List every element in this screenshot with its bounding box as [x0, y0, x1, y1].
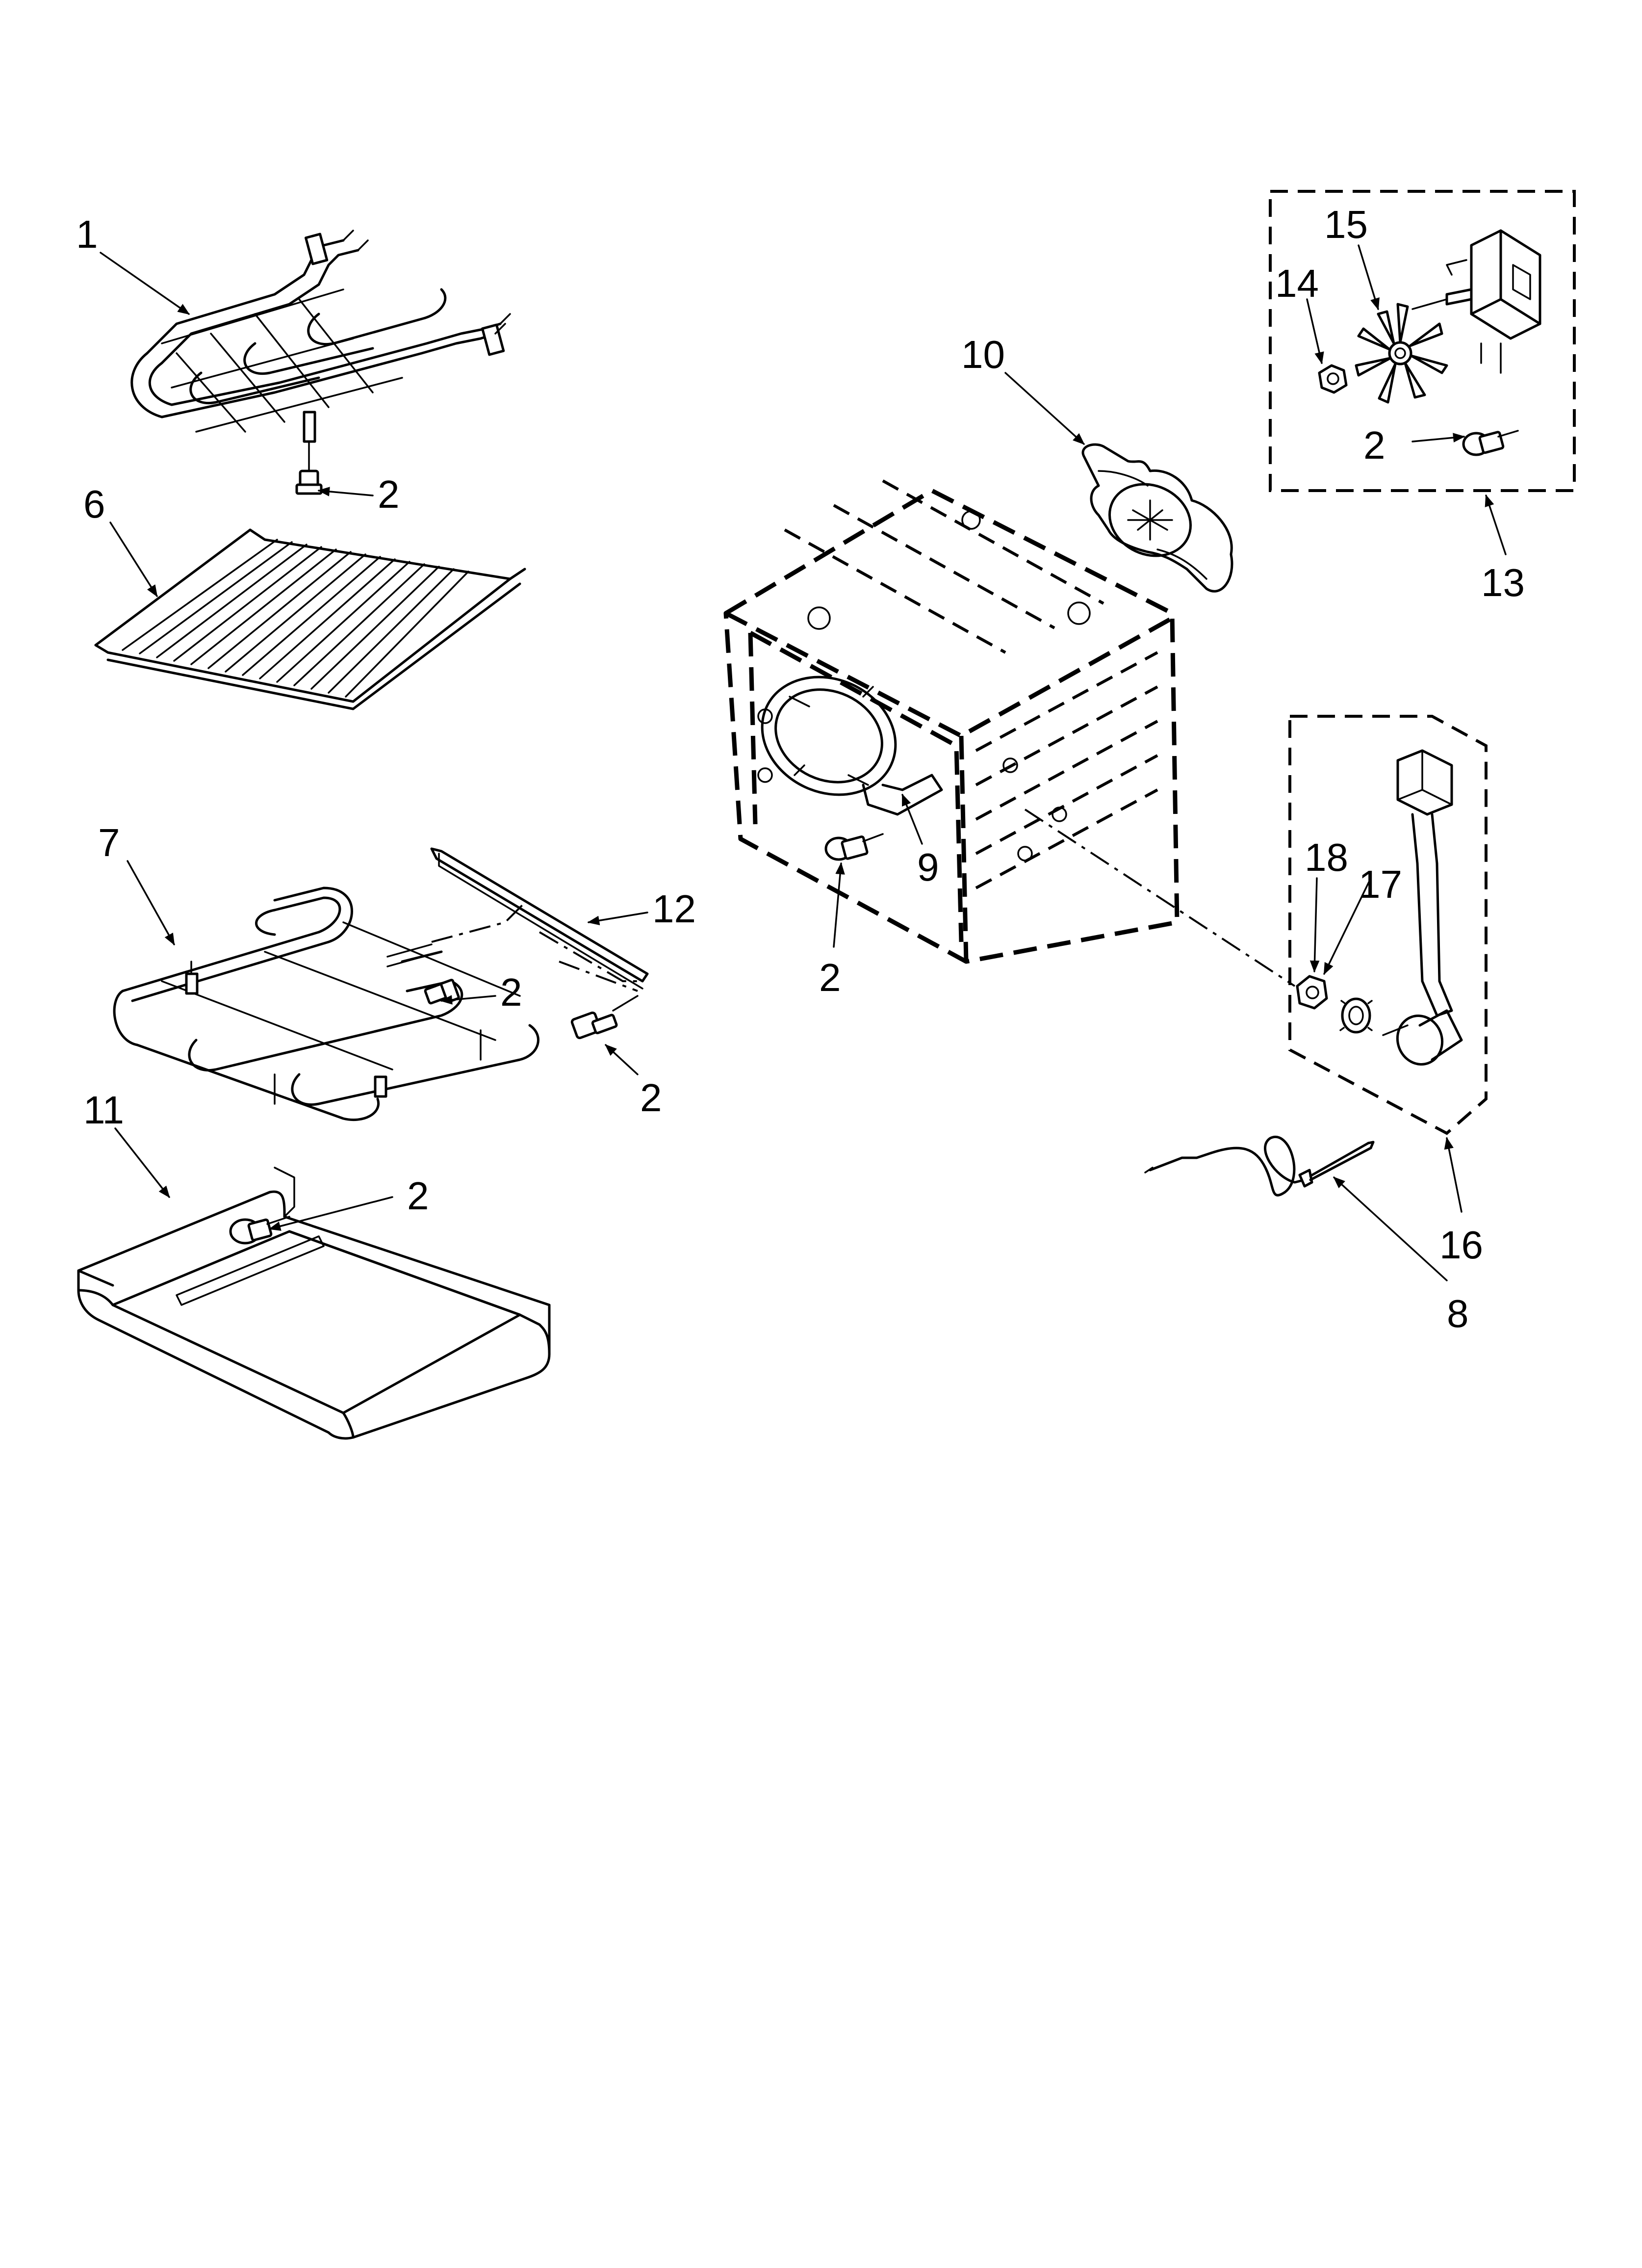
callout-8: 8	[1447, 1292, 1469, 1335]
callout-11: 11	[83, 1088, 124, 1132]
callout-18: 18	[1305, 835, 1348, 879]
callout-13: 13	[1481, 561, 1525, 604]
callout-6: 6	[83, 482, 105, 526]
callout-15: 15	[1324, 203, 1368, 246]
drip-tray-part	[77, 1167, 551, 1440]
callout-17: 17	[1359, 862, 1402, 906]
hex-nut-icon	[1296, 975, 1328, 1010]
callout-2: 2	[500, 970, 522, 1014]
oven-rack-part	[94, 528, 526, 710]
screw-icon	[229, 1216, 290, 1245]
callout-labels: 1 2 6 7 12 2 2 11 2 2 9 10 15 14 2 13 18…	[76, 203, 1525, 1335]
fan-assembly-box	[1269, 190, 1576, 492]
sensor-assembly-box	[1288, 715, 1488, 1135]
callout-2: 2	[378, 472, 400, 516]
callout-16: 16	[1439, 1223, 1483, 1267]
leader-arrows	[100, 244, 1507, 1281]
callout-2: 2	[640, 1076, 662, 1120]
screw-icon	[1462, 430, 1519, 456]
callout-10: 10	[961, 333, 1005, 376]
callout-2: 2	[1363, 423, 1385, 467]
hex-nut-icon	[1318, 364, 1348, 394]
fan-motor-part	[1411, 229, 1541, 374]
fan-blade-part	[1355, 303, 1448, 404]
broil-element-part	[130, 230, 511, 443]
fan-baffle-part	[1081, 443, 1233, 593]
convection-element-part	[761, 676, 943, 816]
callout-2: 2	[407, 1174, 429, 1218]
callout-9: 9	[917, 845, 939, 889]
callout-12: 12	[652, 887, 696, 931]
bracket-part	[430, 847, 649, 992]
bake-element-part	[113, 886, 539, 1121]
callout-1: 1	[76, 212, 98, 256]
callout-14: 14	[1275, 261, 1319, 305]
washer-icon	[1339, 997, 1373, 1034]
callout-7: 7	[98, 821, 120, 864]
meat-probe-part	[1144, 1136, 1375, 1197]
screw-icon	[570, 995, 639, 1040]
sensor-centerline	[1024, 808, 1296, 987]
screw-icon	[386, 943, 460, 1005]
screw-icon	[295, 441, 323, 495]
callout-2: 2	[819, 956, 841, 999]
temperature-sensor-part	[1382, 749, 1463, 1066]
oven-cavity-outline	[723, 479, 1180, 964]
screw-icon	[824, 833, 884, 861]
